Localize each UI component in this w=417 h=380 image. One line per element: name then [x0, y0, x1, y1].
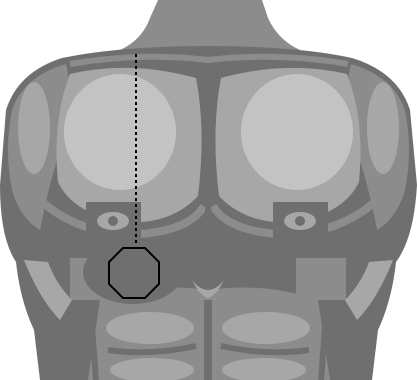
right-areola	[295, 216, 305, 226]
right-pectoral-highlight	[241, 74, 353, 190]
left-pectoral-highlight	[64, 74, 176, 190]
ab-upper-right	[222, 312, 310, 344]
left-shoulder-highlight	[18, 82, 50, 174]
left-areola	[108, 216, 118, 226]
right-shoulder-highlight	[367, 82, 399, 174]
octagon-marker	[109, 248, 159, 298]
ab-upper-left	[106, 312, 194, 344]
right-flank-block	[296, 258, 346, 300]
